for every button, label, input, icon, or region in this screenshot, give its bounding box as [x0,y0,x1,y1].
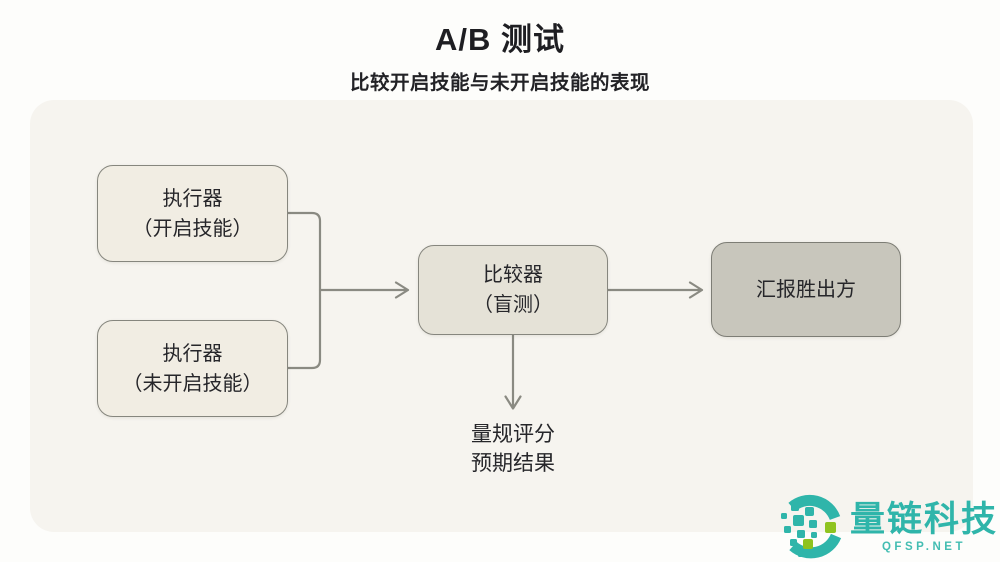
node-label-line: 执行器 [162,342,223,365]
diagram-header: A/B 测试 比较开启技能与未开启技能的表现 [0,14,1000,95]
node-label-line: 比较器 [483,264,543,286]
watermark-logo: 量链科技 QFSP.NET [777,494,998,560]
node-label-line: 执行器 [162,187,223,210]
node-label-line: （开启技能） [132,217,253,240]
node-label-line: 汇报胜出方 [756,278,856,301]
pixel-circle-logo-icon [780,494,842,559]
node-comparator-blind-test: 比较器 （盲测） [418,245,608,335]
node-executor-skills-on: 执行器 （开启技能） [97,165,288,262]
node-label-line: （未开启技能） [122,372,263,395]
node-report-winner: 汇报胜出方 [711,242,901,337]
page-subtitle: 比较开启技能与未开启技能的表现 [349,72,650,94]
output-label-line: 量规评分 [471,423,555,446]
logo-brand-name: 量链科技 [849,500,998,540]
page-title: A/B 测试 [435,22,565,57]
node-executor-skills-off: 执行器 （未开启技能） [97,320,288,417]
node-label-line: （盲测） [473,294,553,316]
logo-text: 量链科技 QFSP.NET [850,501,998,553]
logo-domain-text: QFSP.NET [881,540,966,553]
output-label: 量规评分 预期结果 [413,421,613,479]
output-label-line: 预期结果 [471,451,555,475]
